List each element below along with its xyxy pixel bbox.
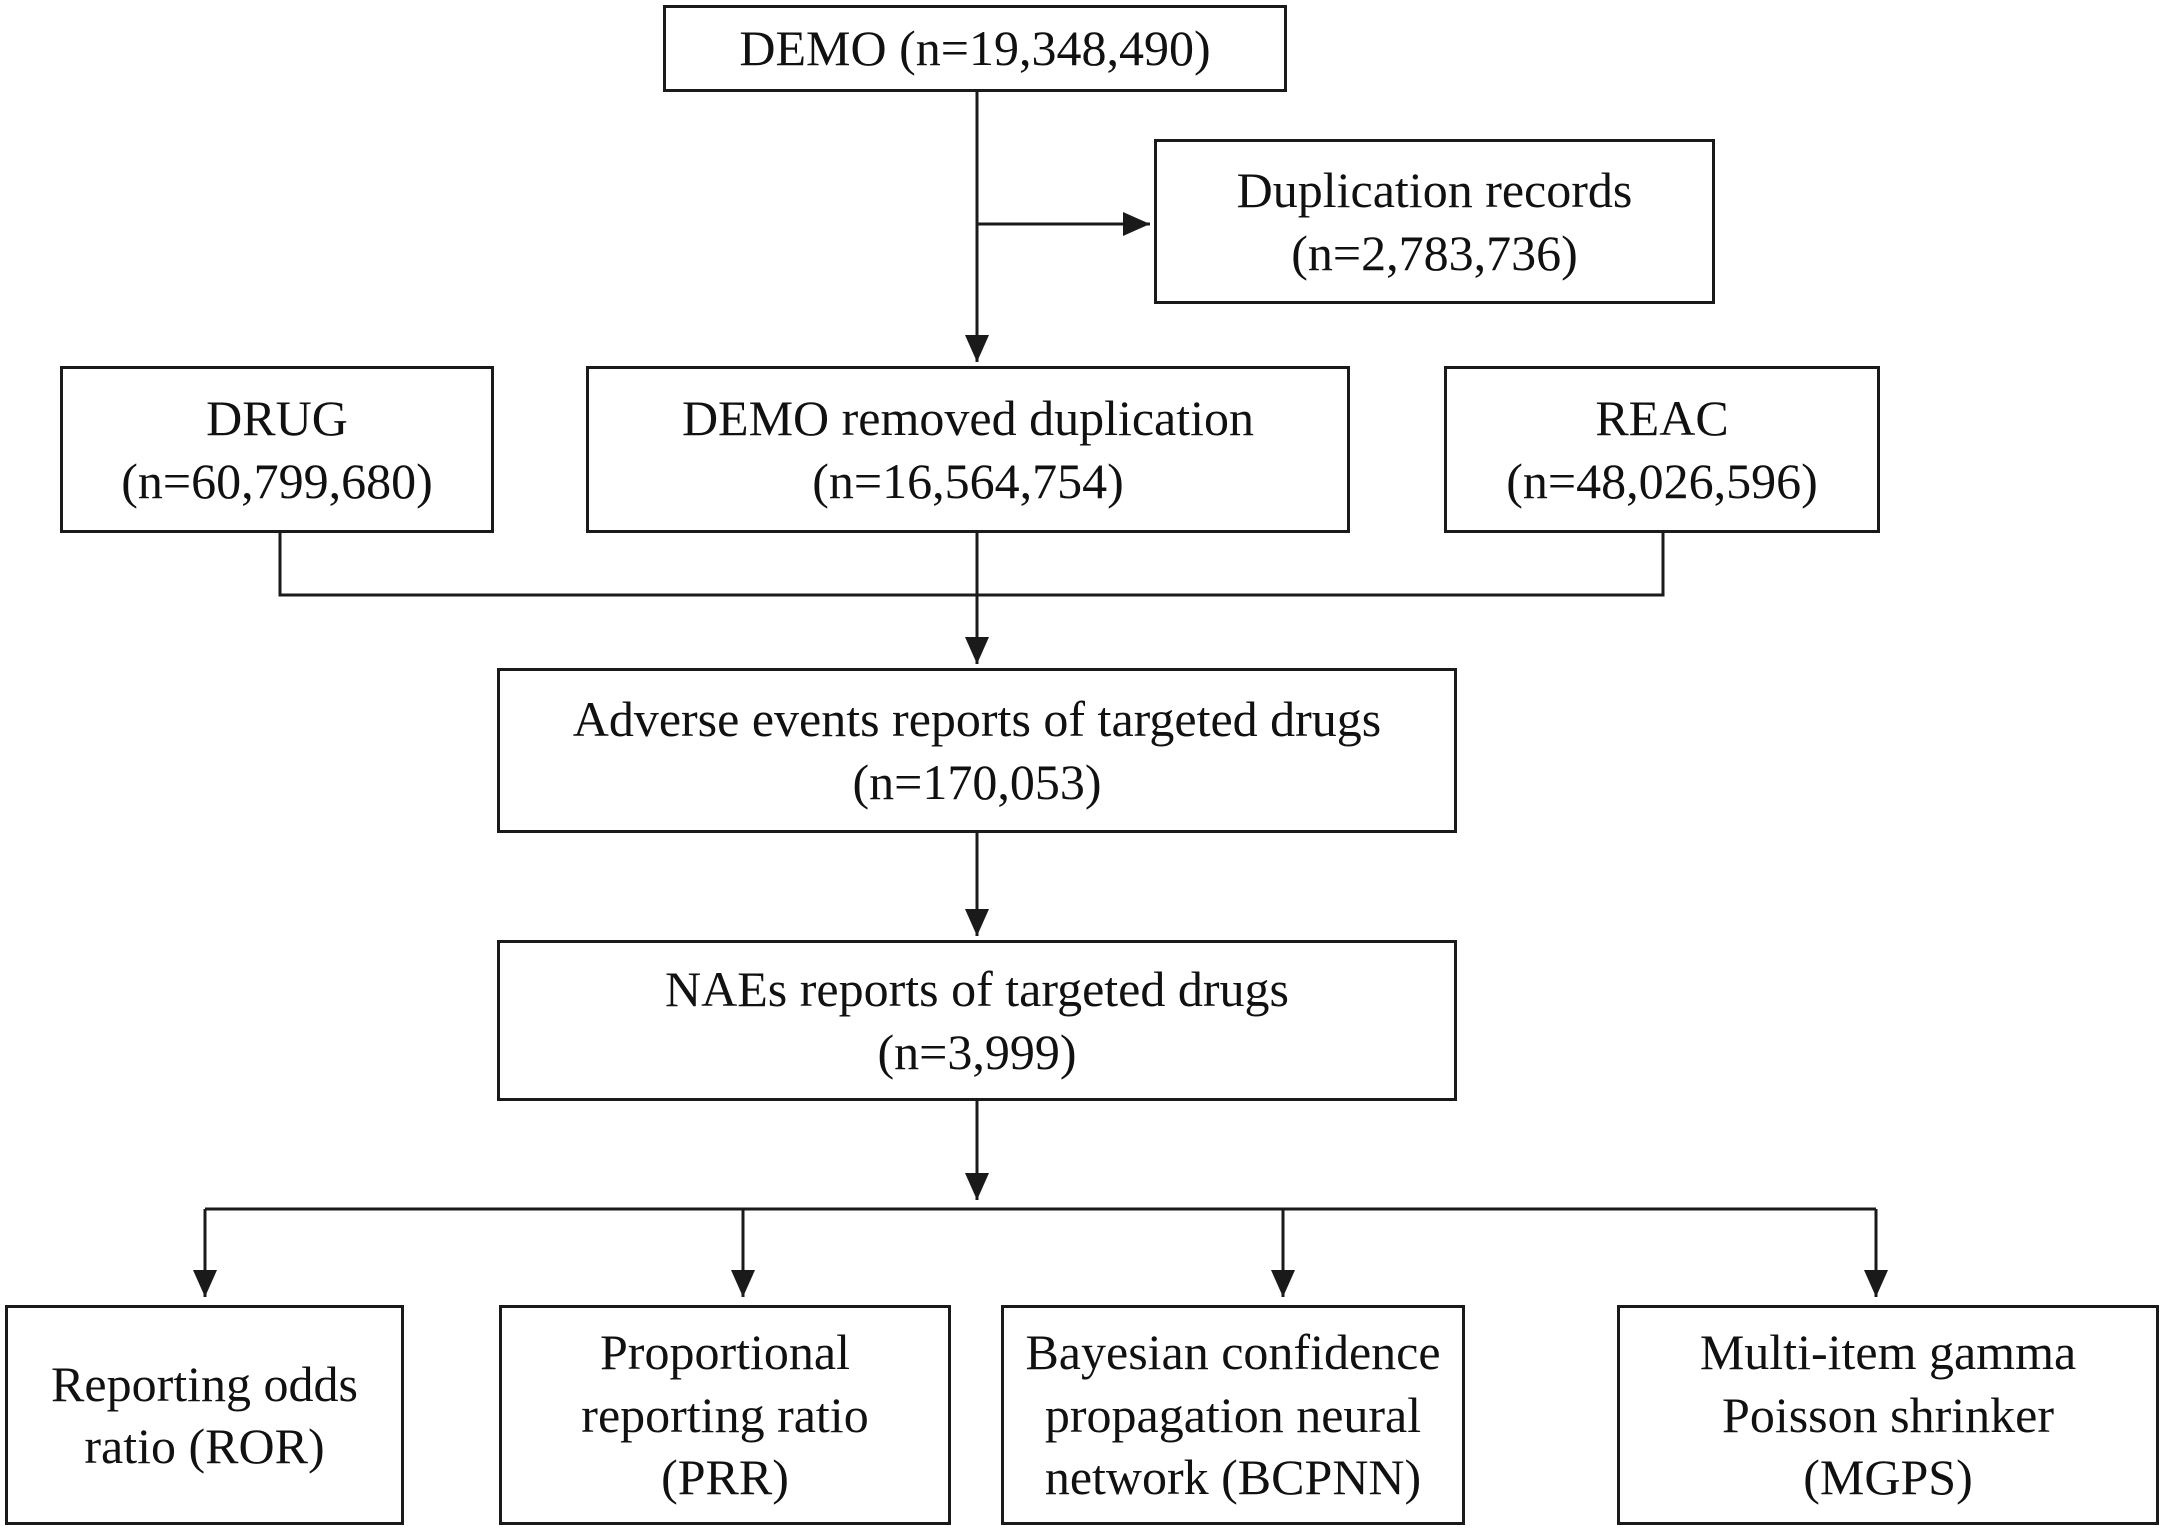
box-text-line: (n=2,783,736) [1291,224,1578,281]
box-text-line: Reporting odds [51,1355,358,1412]
box-text-line: Adverse events reports of targeted drugs [572,691,1382,747]
drug-box: DRUG (n=60,799,680) [60,366,494,533]
box-text-line: (PRR) [661,1449,789,1506]
naes-box: NAEs reports of targeted drugs (n=3,999) [497,940,1457,1101]
box-text-line: (n=16,564,754) [812,452,1124,509]
box-text-line: reporting ratio [581,1386,869,1443]
box-text-line: (n=170,053) [852,753,1102,810]
box-text-line: DRUG [206,390,348,446]
connector-drug-reac-merge [278,533,1665,597]
duplication-records-box: Duplication records (n=2,783,736) [1154,139,1715,304]
box-text-line: (MGPS) [1803,1449,1973,1506]
box-text-line: NAEs reports of targeted drugs [665,961,1289,1017]
demo-removed-duplication-box: DEMO removed duplication (n=16,564,754) [586,366,1350,533]
box-text-line: Proportional [600,1324,850,1381]
box-text-line: REAC [1595,390,1729,446]
box-text-line: Bayesian confidence [1025,1324,1441,1381]
box-text-line: (n=48,026,596) [1506,452,1818,509]
reac-box: REAC (n=48,026,596) [1444,366,1880,533]
box-text-line: propagation neural [1044,1386,1422,1443]
box-text-line: Poisson shrinker [1722,1386,2054,1443]
demo-box: DEMO (n=19,348,490) [663,5,1287,92]
box-text-line: Multi-item gamma [1699,1324,2077,1381]
box-text-line: network (BCPNN) [1044,1449,1422,1506]
box-text-line: ratio (ROR) [84,1418,325,1474]
box-text-line: DEMO (n=19,348,490) [739,20,1211,77]
ror-method-box: Reporting odds ratio (ROR) [5,1305,404,1525]
box-text-line: DEMO removed duplication [681,390,1255,446]
box-text-line: Duplication records [1236,162,1633,218]
box-text-line: (n=3,999) [877,1023,1077,1080]
box-text-line: (n=60,799,680) [121,452,433,509]
adverse-events-box: Adverse events reports of targeted drugs… [497,668,1457,833]
